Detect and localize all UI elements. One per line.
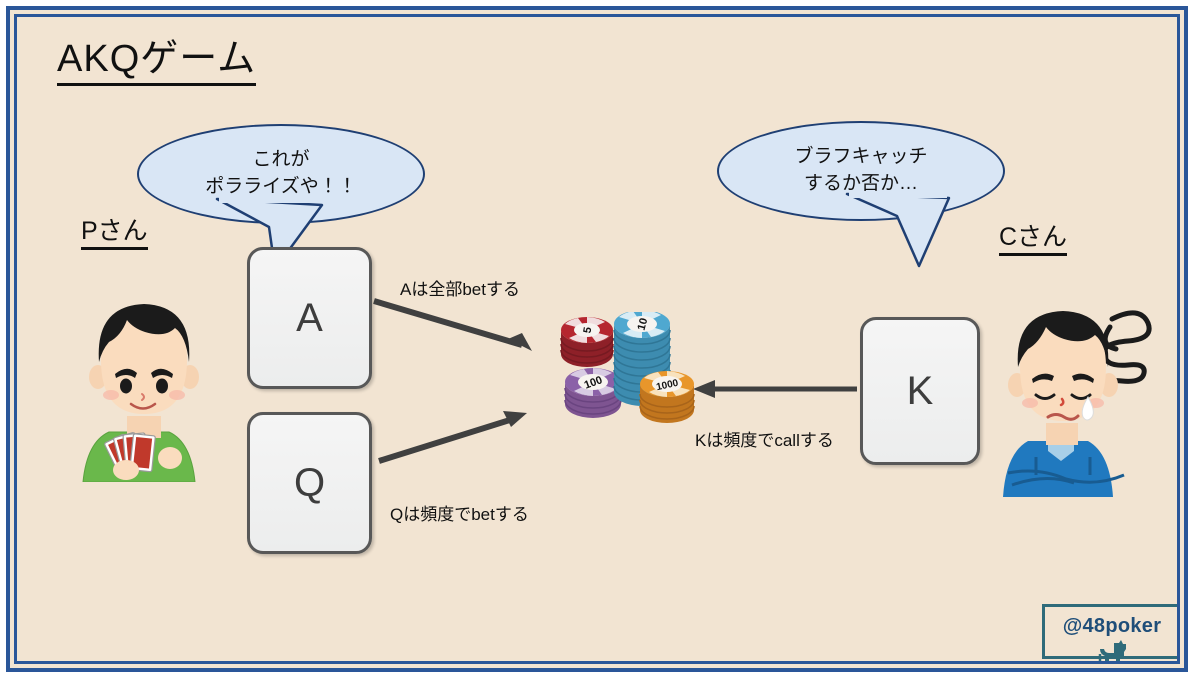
caption-k-call: Kは頻度でcallする [695, 431, 834, 450]
watermark-badge: @48poker [1042, 604, 1177, 661]
speech-bubble-p-line1: これが [252, 149, 310, 171]
speech-bubble-p: これが ポラライズや！！ [137, 124, 425, 224]
arrow-q-bet [378, 411, 527, 464]
dog-icon [1098, 640, 1126, 661]
speech-bubble-c-line2: するか否か… [803, 173, 918, 194]
speech-bubble-p-line2: ポラライズや！！ [205, 176, 357, 197]
player-p-label: Pさん [81, 217, 148, 250]
speech-bubble-c: ブラフキャッチ するか否か… [717, 121, 1005, 221]
arrow-a-bet [373, 298, 532, 351]
caption-q-bet: Qは頻度でbetする [390, 505, 529, 524]
chip-stack-1000: 1000 [639, 371, 695, 423]
chip-stack-5: 5 [560, 317, 614, 367]
watermark-handle: @48poker [1062, 615, 1162, 637]
speech-bubble-c-tail [845, 192, 951, 268]
player-p-avatar [82, 304, 199, 482]
chip-stack-100: 100 [564, 368, 622, 418]
svg-text:100: 100 [583, 374, 604, 392]
svg-text:10: 10 [636, 317, 651, 332]
caption-a-bet: Aは全部betする [400, 280, 520, 299]
card-k[interactable]: K [860, 317, 980, 465]
poker-chip-stacks: 100 5 [560, 312, 695, 423]
page-title: AKQゲーム [57, 38, 257, 86]
speech-bubble-c-line1: ブラフキャッチ [794, 146, 928, 168]
chip-stack-10: 10 [613, 312, 671, 406]
svg-text:1000: 1000 [655, 378, 679, 393]
card-a[interactable]: A [247, 247, 372, 389]
slide-content-area: AKQゲーム Pさん Cさん これが ポラライズや！！ ブラフキャッチ するか否… [17, 17, 1177, 661]
slide-inner-border [14, 14, 1180, 664]
arrow-k-call [693, 380, 857, 398]
card-q[interactable]: Q [247, 412, 372, 554]
player-c-avatar [1003, 310, 1152, 497]
player-c-label: Cさん [999, 223, 1068, 256]
svg-text:5: 5 [582, 326, 595, 334]
